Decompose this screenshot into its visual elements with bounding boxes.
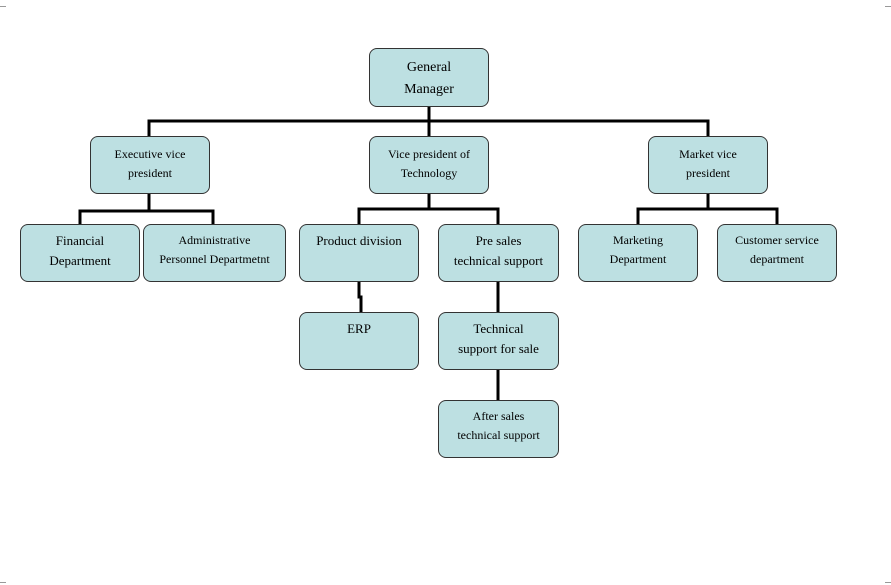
corner-mark-bottom-left (0, 582, 6, 583)
node-market-vp-line-2: president (686, 165, 730, 180)
node-general-manager-line-2: Manager (404, 81, 454, 97)
node-technical-support-for-sale-line-2: support for sale (458, 341, 539, 357)
node-financial-department: Financial Department (20, 224, 140, 282)
node-financial-department-line-2: Department (49, 253, 111, 269)
node-market-vp-line-1: Market vice (679, 147, 737, 161)
node-pre-sales-support: Pre sales technical support (438, 224, 559, 282)
node-customer-service-department-line-1: Customer service (735, 233, 819, 247)
node-executive-vp-line-2: president (128, 165, 172, 180)
node-technical-support-for-sale-line-1: Technical (473, 321, 524, 336)
node-pre-sales-support-line-2: technical support (453, 253, 544, 269)
node-market-vp: Market vice president (648, 136, 768, 194)
node-customer-service-department-line-2: department (750, 251, 804, 266)
node-general-manager: General Manager (369, 48, 489, 107)
node-general-manager-line-1: General (406, 60, 452, 75)
node-executive-vp: Executive vice president (90, 136, 210, 194)
node-financial-department-line-1: Financial (55, 233, 105, 248)
node-administrative-personnel: Administrative Personnel Departmetnt (143, 224, 286, 282)
node-marketing-department-line-1: Marketing (613, 233, 663, 247)
node-after-sales-support: After sales technical support (438, 400, 559, 458)
node-erp: ERP (299, 312, 419, 370)
node-erp-line-1: ERP (347, 321, 371, 336)
node-vp-technology-line-1: Vice president of (388, 147, 470, 161)
node-marketing-department-line-2: Department (609, 251, 667, 266)
node-product-division: Product division (299, 224, 419, 282)
node-executive-vp-line-1: Executive vice (114, 147, 186, 161)
node-vp-technology: Vice president of Technology (369, 136, 489, 194)
corner-mark-bottom-right (885, 582, 891, 583)
node-pre-sales-support-line-1: Pre sales (475, 233, 522, 248)
node-technical-support-for-sale: Technical support for sale (438, 312, 559, 370)
corner-mark-top-right (885, 6, 891, 7)
node-marketing-department: Marketing Department (578, 224, 698, 282)
node-customer-service-department: Customer service department (717, 224, 837, 282)
corner-mark-top-left (0, 6, 6, 7)
node-after-sales-support-line-1: After sales (472, 409, 525, 423)
node-after-sales-support-line-2: technical support (457, 427, 540, 442)
node-vp-technology-line-2: Technology (400, 165, 458, 180)
node-administrative-personnel-line-2: Personnel Departmetnt (159, 251, 270, 266)
node-administrative-personnel-line-1: Administrative (178, 233, 251, 247)
node-product-division-line-1: Product division (316, 233, 402, 248)
